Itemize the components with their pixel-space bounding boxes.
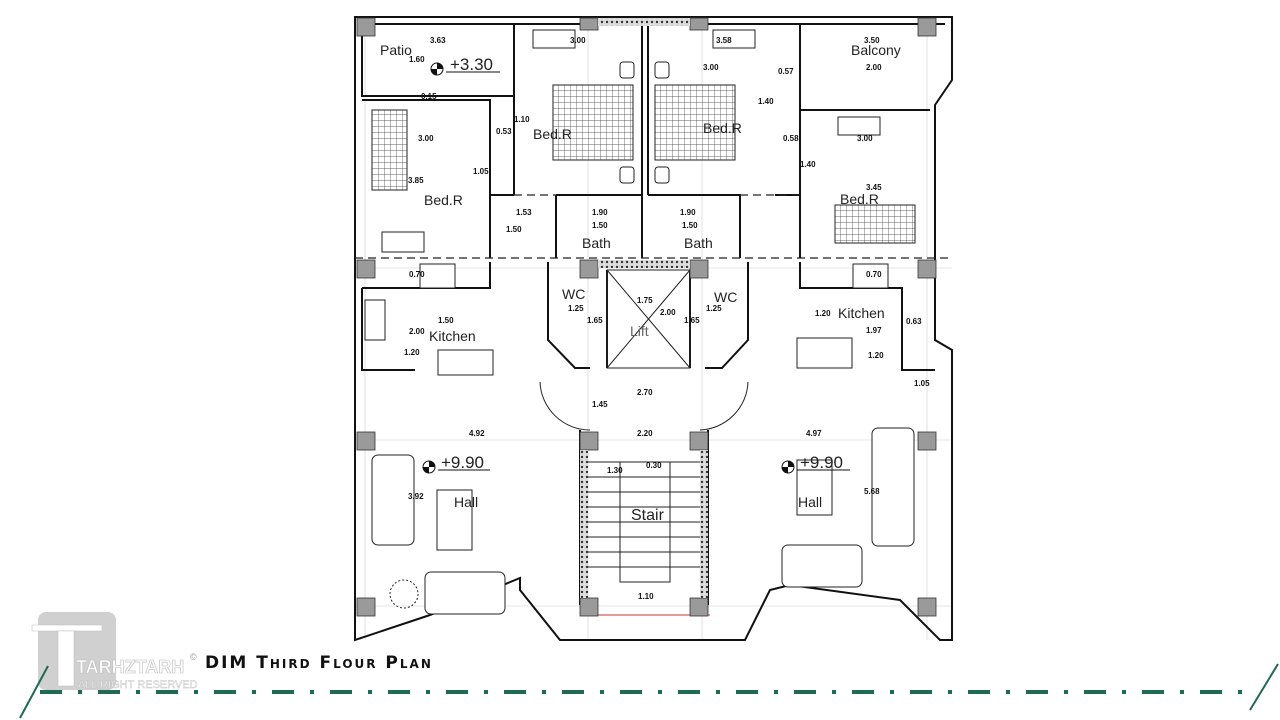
dimension-label: 1.25 (568, 304, 584, 313)
dimension-label: 3.45 (866, 183, 882, 192)
dimension-label: 3.85 (408, 176, 424, 185)
dimension-label: 2.00 (409, 327, 425, 336)
dimension-label: 4.92 (469, 429, 485, 438)
room-label-bedroom: Bed.R (424, 192, 463, 208)
dimension-label: 1.75 (637, 296, 653, 305)
dimension-label: 0.57 (778, 67, 794, 76)
level-hall-right: +9.90 (800, 453, 843, 472)
dimension-label: 0.70 (409, 270, 425, 279)
dimension-labels: 3.63 1.60 3.00 3.58 3.00 3.50 2.00 0.57 … (404, 36, 930, 601)
dimension-label: 3.63 (430, 36, 446, 45)
furniture (364, 29, 916, 615)
dimension-label: 3.00 (418, 134, 434, 143)
logo-brand: TARHZTARH (76, 657, 184, 677)
dimension-label: 0.63 (906, 317, 922, 326)
dimension-label: 1.90 (592, 208, 608, 217)
dimension-label: 1.10 (638, 592, 654, 601)
drawing-title: DIM Third Flour Plan (205, 653, 433, 673)
dimension-label: 2.00 (866, 63, 882, 72)
level-patio: +3.30 (450, 55, 493, 74)
dimension-label: 1.25 (706, 304, 722, 313)
dimension-label: 1.50 (438, 316, 454, 325)
dimension-label: 2.00 (660, 308, 676, 317)
columns (356, 17, 937, 617)
dimension-label: 1.30 (607, 466, 623, 475)
dimension-label: 1.60 (409, 55, 425, 64)
room-label-balcony: Balcony (851, 42, 901, 58)
dimension-label: 3.58 (716, 36, 732, 45)
dimension-label: 3.92 (408, 492, 424, 501)
dimension-label: 1.20 (815, 309, 831, 318)
dimension-label: 1.45 (592, 400, 608, 409)
dimension-label: 0.15 (421, 92, 437, 101)
room-label-bath: Bath (684, 235, 713, 251)
dimension-label: 3.00 (703, 63, 719, 72)
dimension-label: 1.05 (473, 167, 489, 176)
dimension-label: 3.00 (857, 134, 873, 143)
dimension-label: 1.50 (506, 225, 522, 234)
room-label-hall: Hall (798, 494, 822, 510)
room-label-wc: WC (714, 289, 737, 305)
dimension-label: 1.65 (587, 316, 603, 325)
dimension-label: 1.53 (516, 208, 532, 217)
logo-rights: ALL RIGHT RESERVED (78, 679, 198, 691)
watermark-logo: TARHZTARH ALL RIGHT RESERVED © (31, 612, 198, 691)
dimension-label: 0.30 (646, 461, 662, 470)
dimension-label: 1.05 (914, 379, 930, 388)
dimension-label: 2.20 (637, 429, 653, 438)
dimension-label: 1.50 (682, 221, 698, 230)
dimension-label: 1.40 (800, 160, 816, 169)
room-label-bedroom: Bed.R (703, 120, 742, 136)
room-label-kitchen: Kitchen (429, 328, 476, 344)
dimension-label: 5.68 (864, 487, 880, 496)
dimension-label: 1.97 (866, 326, 882, 335)
logo-copyright: © (190, 652, 197, 662)
room-label-bedroom: Bed.R (533, 126, 572, 142)
dimension-label: 0.58 (783, 134, 799, 143)
room-label-kitchen: Kitchen (838, 305, 885, 321)
dimension-label: 1.90 (680, 208, 696, 217)
dimension-label: 2.70 (637, 388, 653, 397)
border-line (19, 663, 1279, 719)
dimension-label: 0.53 (496, 127, 512, 136)
dimension-label: 0.70 (866, 270, 882, 279)
dimension-label: 3.50 (864, 36, 880, 45)
dimension-label: 1.40 (758, 97, 774, 106)
room-label-lift: Lift (630, 323, 649, 339)
level-markers: +3.30 +9.90 +9.90 (422, 55, 850, 474)
dimension-label: 1.20 (868, 351, 884, 360)
level-hall-left: +9.90 (441, 453, 484, 472)
room-labels: Patio Balcony Bed.R Bed.R Bed.R Bed.R Ba… (380, 42, 901, 524)
room-label-stair: Stair (631, 507, 665, 524)
dimension-label: 4.97 (806, 429, 822, 438)
dimension-label: 3.00 (570, 36, 586, 45)
dimension-label: 1.10 (514, 115, 530, 124)
stair-treads (588, 461, 700, 583)
room-label-bath: Bath (582, 235, 611, 251)
dimension-label: 1.65 (684, 316, 700, 325)
room-label-bedroom: Bed.R (840, 191, 879, 207)
room-label-wc: WC (562, 286, 585, 302)
room-label-patio: Patio (380, 42, 412, 58)
dimension-label: 1.50 (592, 221, 608, 230)
room-label-hall: Hall (454, 494, 478, 510)
dimension-label: 1.20 (404, 348, 420, 357)
